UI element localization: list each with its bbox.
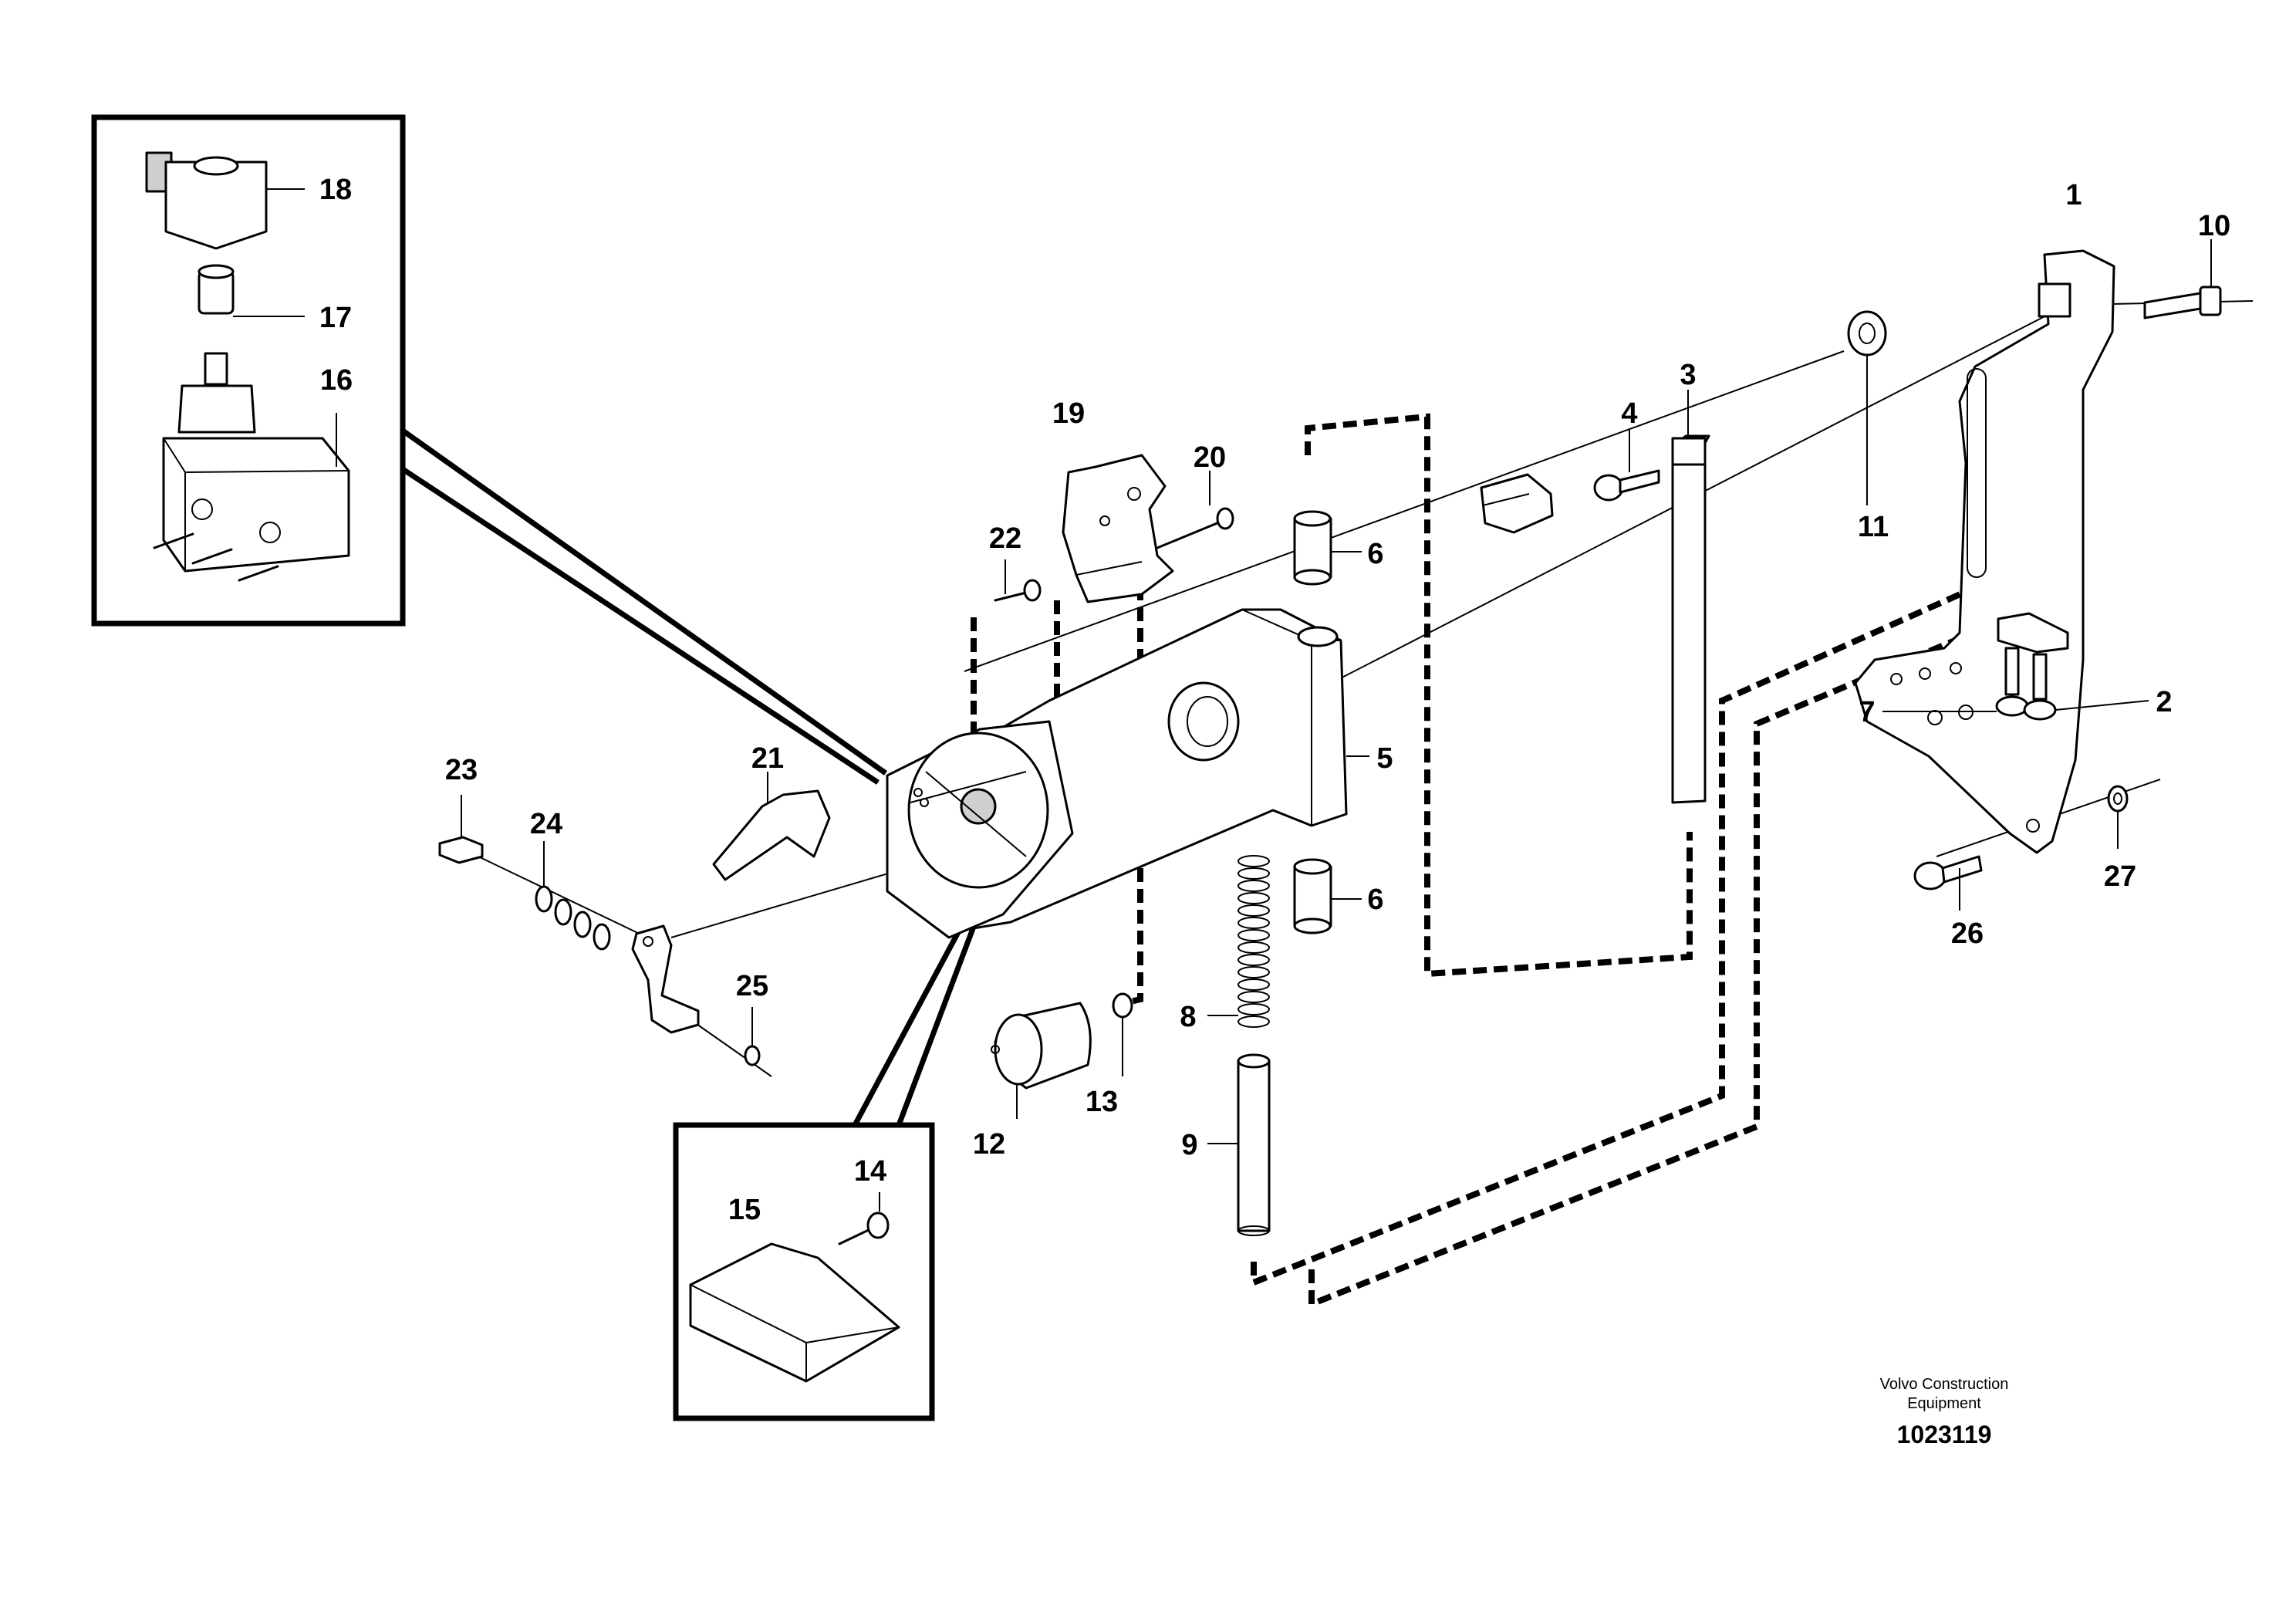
callout-26: 26 — [1951, 917, 1984, 950]
screw-part-20 — [1156, 471, 1234, 549]
pedal-housing — [886, 720, 1074, 939]
callout-18: 18 — [319, 174, 352, 206]
rod-part-3 — [1671, 390, 1710, 804]
bracket-plate-part-1 — [1854, 249, 2115, 854]
callout-4: 4 — [1621, 397, 1637, 430]
micro-switch-part-16 — [153, 352, 350, 582]
bracket-part-19 — [1062, 454, 1174, 603]
caption-block: Volvo Construction Equipment 1023119 — [1880, 1376, 2009, 1448]
callout-20: 20 — [1194, 441, 1226, 474]
washer-part-27 — [2107, 785, 2129, 849]
callout-3: 3 — [1680, 359, 1696, 391]
plate-and-bolts-parts-2-7 — [1882, 612, 2149, 721]
washer-part-13 — [1112, 992, 1133, 1076]
bolt-part-4 — [1593, 428, 1660, 502]
screw-part-22 — [994, 559, 1042, 602]
callout-13: 13 — [1086, 1086, 1118, 1118]
callout-22: 22 — [989, 522, 1021, 555]
bushing-part-6-lower — [1293, 858, 1362, 934]
bolt-part-10 — [2143, 239, 2222, 319]
lever-part-21 — [712, 772, 831, 881]
rubber-cap — [1480, 473, 1554, 534]
callout-10: 10 — [2198, 210, 2230, 242]
pin-part-23 — [438, 795, 484, 864]
pad-part-15 — [689, 1242, 900, 1383]
bolt-part-26 — [1913, 855, 1983, 911]
plunger-part-17 — [198, 264, 305, 317]
callout-24: 24 — [530, 808, 562, 840]
callout-14: 14 — [854, 1155, 886, 1188]
solenoid-coil-part-18 — [145, 151, 305, 250]
caption-company-line2: Equipment — [1907, 1395, 1981, 1412]
callout-15: 15 — [728, 1194, 761, 1226]
callout-12: 12 — [973, 1128, 1005, 1161]
callout-7: 7 — [1859, 696, 1875, 728]
callout-1: 1 — [2065, 179, 2082, 211]
clip-part-25 — [744, 1007, 761, 1066]
rings-part-24 — [535, 841, 611, 951]
caption-company-line1: Volvo Construction — [1880, 1376, 2009, 1393]
callout-6-lower: 6 — [1367, 884, 1383, 916]
callout-8: 8 — [1180, 1001, 1196, 1033]
callout-5: 5 — [1376, 742, 1393, 775]
washer-part-11 — [1847, 310, 1887, 505]
callout-17: 17 — [319, 302, 352, 334]
callout-2: 2 — [2156, 686, 2172, 718]
pin-part-9 — [1207, 1053, 1271, 1236]
cap-part-12 — [991, 1002, 1092, 1119]
callout-6-upper: 6 — [1367, 538, 1383, 570]
callout-21: 21 — [751, 742, 784, 775]
callout-16: 16 — [320, 364, 353, 397]
callout-19: 19 — [1052, 397, 1085, 430]
lever-link — [631, 924, 700, 1034]
spring-part-8 — [1207, 855, 1270, 1028]
callout-11: 11 — [1858, 511, 1889, 543]
caption-drawing-number: 1023119 — [1897, 1421, 1992, 1448]
bushing-part-6-upper — [1293, 510, 1362, 586]
callout-labels: 1 2 3 4 5 6 6 7 8 9 10 11 12 13 14 15 16… — [319, 174, 2230, 1226]
inset-switch-assembly — [91, 114, 888, 785]
callout-27: 27 — [2104, 860, 2136, 893]
callout-25: 25 — [736, 970, 768, 1002]
pad-screw-part-14 — [838, 1192, 890, 1245]
callout-23: 23 — [445, 754, 478, 786]
callout-9: 9 — [1181, 1129, 1197, 1161]
inset-pedal-pad — [673, 847, 1006, 1421]
